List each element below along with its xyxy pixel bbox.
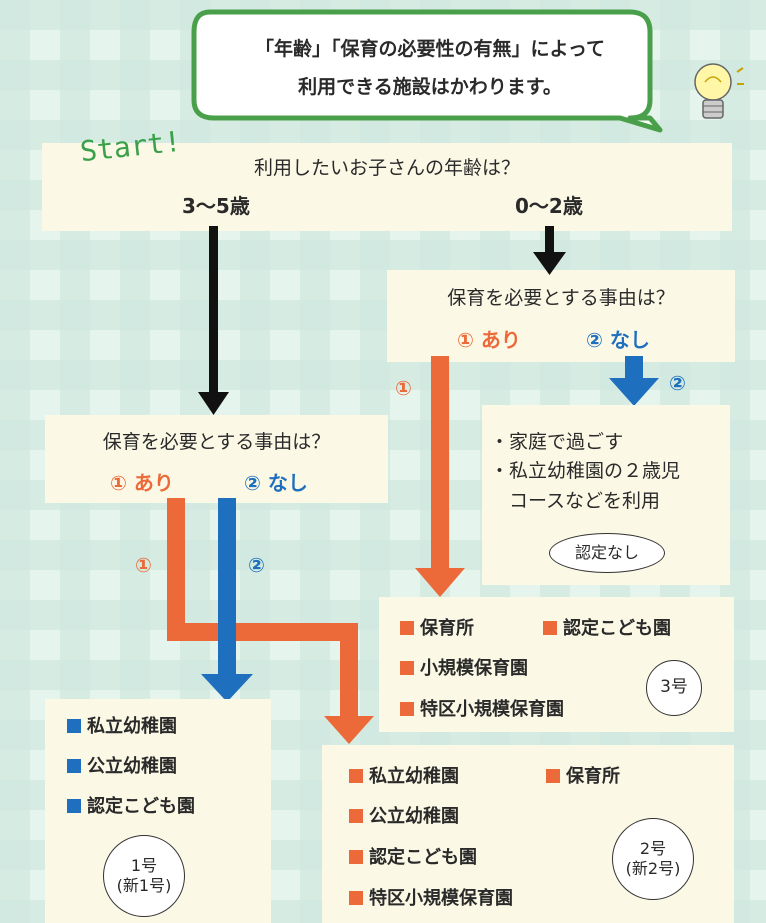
marker-1-under-2: ① bbox=[395, 376, 412, 400]
facility-3go-nursery: 保育所 bbox=[420, 618, 474, 639]
arrow-0-2-down bbox=[533, 226, 566, 275]
answer-yes-3-5: ① あり bbox=[110, 471, 174, 495]
orange-square-icon bbox=[400, 661, 414, 675]
speech-bubble bbox=[191, 9, 663, 133]
facility-1go-private-kindergarten: 私立幼稚園 bbox=[87, 716, 177, 737]
orange-square-icon bbox=[349, 809, 363, 823]
answer-no-under-2: ② なし bbox=[586, 328, 650, 352]
arrow-yes-3-5 bbox=[167, 498, 374, 744]
no-cert-line-1: ・家庭で過ごす bbox=[490, 431, 624, 453]
facility-2go-kodomoen: 認定こども園 bbox=[369, 847, 477, 868]
orange-square-icon bbox=[349, 891, 363, 905]
arrow-3-5-down bbox=[198, 226, 229, 415]
badge-2go: 2号 (新2号) bbox=[612, 818, 694, 900]
marker-1-3-5: ① bbox=[135, 553, 152, 577]
orange-square-icon bbox=[400, 621, 414, 635]
orange-square-icon bbox=[349, 769, 363, 783]
answer-yes-under-2: ① あり bbox=[457, 328, 521, 352]
age-option-0-2: 0〜2歳 bbox=[515, 194, 583, 218]
badge-no-certification: 認定なし bbox=[549, 533, 665, 573]
badge-2go-line-1: 2号 bbox=[639, 839, 667, 858]
age-option-3-5: 3〜5歳 bbox=[182, 194, 250, 218]
facility-2go-special-small: 特区小規模保育園 bbox=[369, 888, 513, 909]
badge-1go: 1号 (新1号) bbox=[103, 835, 185, 917]
orange-square-icon bbox=[349, 850, 363, 864]
no-cert-line-2: ・私立幼稚園の２歳児 bbox=[490, 460, 681, 483]
facility-1go-kodomoen: 認定こども園 bbox=[87, 796, 195, 817]
no-certification-text: ・家庭で過ごす ・私立幼稚園の２歳児 コースなどを利用 bbox=[490, 428, 680, 516]
no-cert-line-3: コースなどを利用 bbox=[490, 489, 661, 512]
blue-square-icon bbox=[67, 799, 81, 813]
facility-3go-special-small: 特区小規模保育園 bbox=[420, 699, 564, 720]
question-box-under-2 bbox=[387, 270, 735, 362]
facility-3go-small: 小規模保育園 bbox=[420, 658, 528, 679]
start-question: 利用したいお子さんの年齢は？ bbox=[253, 157, 520, 179]
lightbulb-icon bbox=[694, 63, 744, 119]
blue-square-icon bbox=[67, 719, 81, 733]
orange-square-icon bbox=[400, 702, 414, 716]
arrow-no-under-2 bbox=[609, 356, 659, 406]
arrow-no-3-5 bbox=[201, 498, 253, 702]
arrow-yes-under-2 bbox=[415, 356, 465, 597]
bubble-line-2: 利用できる施設はかわります。 bbox=[298, 76, 562, 98]
badge-2go-line-2: (新2号) bbox=[625, 859, 681, 878]
orange-square-icon bbox=[543, 621, 557, 635]
facility-2go-public-kindergarten: 公立幼稚園 bbox=[369, 806, 459, 827]
marker-2-3-5: ② bbox=[248, 553, 265, 577]
facility-3go-kodomoen: 認定こども園 bbox=[563, 618, 671, 639]
marker-2-under-2: ② bbox=[669, 371, 686, 395]
facility-2go-private-kindergarten: 私立幼稚園 bbox=[369, 766, 459, 787]
facility-2go-nursery: 保育所 bbox=[566, 766, 620, 787]
start-box bbox=[42, 143, 732, 231]
question-3-5: 保育を必要とする事由は？ bbox=[102, 431, 331, 453]
badge-1go-line-1: 1号 bbox=[130, 856, 158, 875]
question-under-2: 保育を必要とする事由は？ bbox=[447, 287, 675, 309]
badge-1go-line-2: (新1号) bbox=[116, 876, 172, 895]
facility-1go-public-kindergarten: 公立幼稚園 bbox=[87, 756, 177, 777]
question-box-3-5 bbox=[45, 415, 388, 503]
answer-no-3-5: ② なし bbox=[244, 471, 308, 495]
blue-square-icon bbox=[67, 759, 81, 773]
badge-3go: 3号 bbox=[646, 660, 702, 716]
bubble-line-1: 「年齢」「保育の必要性の有無」によって bbox=[255, 38, 605, 60]
orange-square-icon bbox=[546, 769, 560, 783]
